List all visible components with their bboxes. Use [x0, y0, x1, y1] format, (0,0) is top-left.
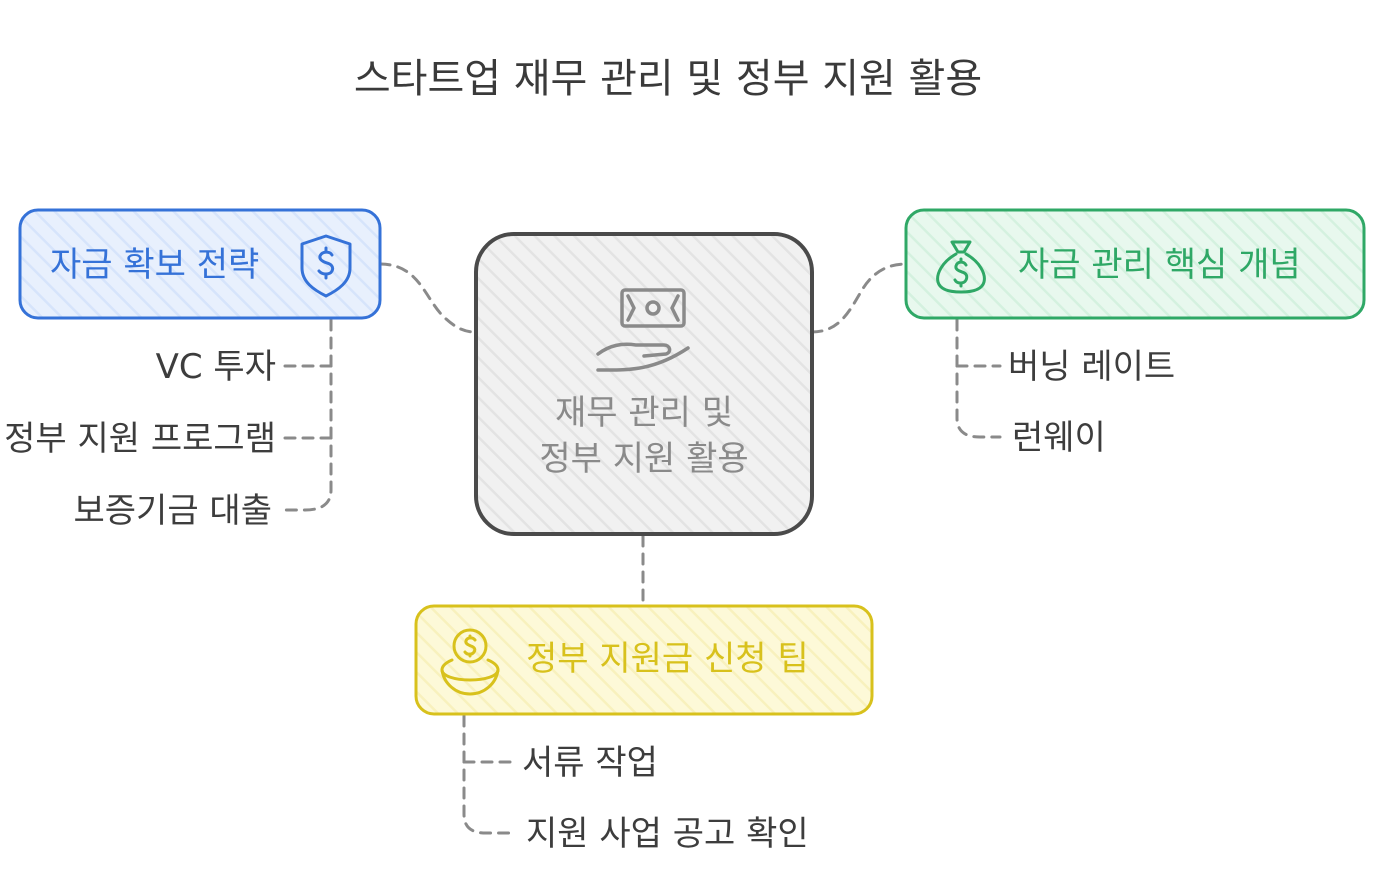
branch-tips[interactable]: 정부 지원금 신청 팁	[414, 604, 874, 716]
branch-concepts-label: 자금 관리 핵심 개념	[1018, 245, 1301, 285]
shield-dollar-icon	[300, 234, 352, 298]
concepts-item-burn-rate: 버닝 레이트	[1008, 347, 1175, 387]
branch-funding-label: 자금 확보 전략	[50, 245, 259, 285]
connector-concepts-trunk	[955, 318, 1002, 439]
branch-concepts[interactable]: 자금 관리 핵심 개념	[904, 208, 1366, 320]
branch-tips-label: 정부 지원금 신청 팁	[526, 639, 809, 679]
tips-item-check-announcements: 지원 사업 공고 확인	[526, 814, 809, 854]
center-label-line2: 정부 지원 활용	[539, 439, 748, 479]
branch-funding[interactable]: 자금 확보 전략	[18, 208, 382, 320]
coin-bowl-icon	[440, 628, 500, 696]
money-bag-icon	[936, 240, 986, 294]
connectors	[283, 262, 1002, 835]
concepts-item-runway: 런웨이	[1012, 418, 1106, 458]
connector-center-funding	[378, 262, 478, 334]
center-node: 재무 관리 및 정부 지원 활용	[474, 232, 814, 536]
connector-center-concepts	[810, 262, 908, 334]
connector-tips-trunk	[462, 714, 514, 835]
center-label-line1: 재무 관리 및	[555, 393, 733, 433]
funding-item-vc: VC 투자	[156, 347, 276, 387]
funding-item-gov-program: 정부 지원 프로그램	[4, 419, 276, 459]
cash-hand-icon	[596, 288, 690, 372]
funding-item-guarantee-loan: 보증기금 대출	[74, 491, 273, 531]
tips-item-documents: 서류 작업	[522, 743, 658, 783]
page-title: 스타트업 재무 관리 및 정부 지원 활용	[354, 56, 982, 102]
connector-funding-trunk	[283, 318, 333, 512]
